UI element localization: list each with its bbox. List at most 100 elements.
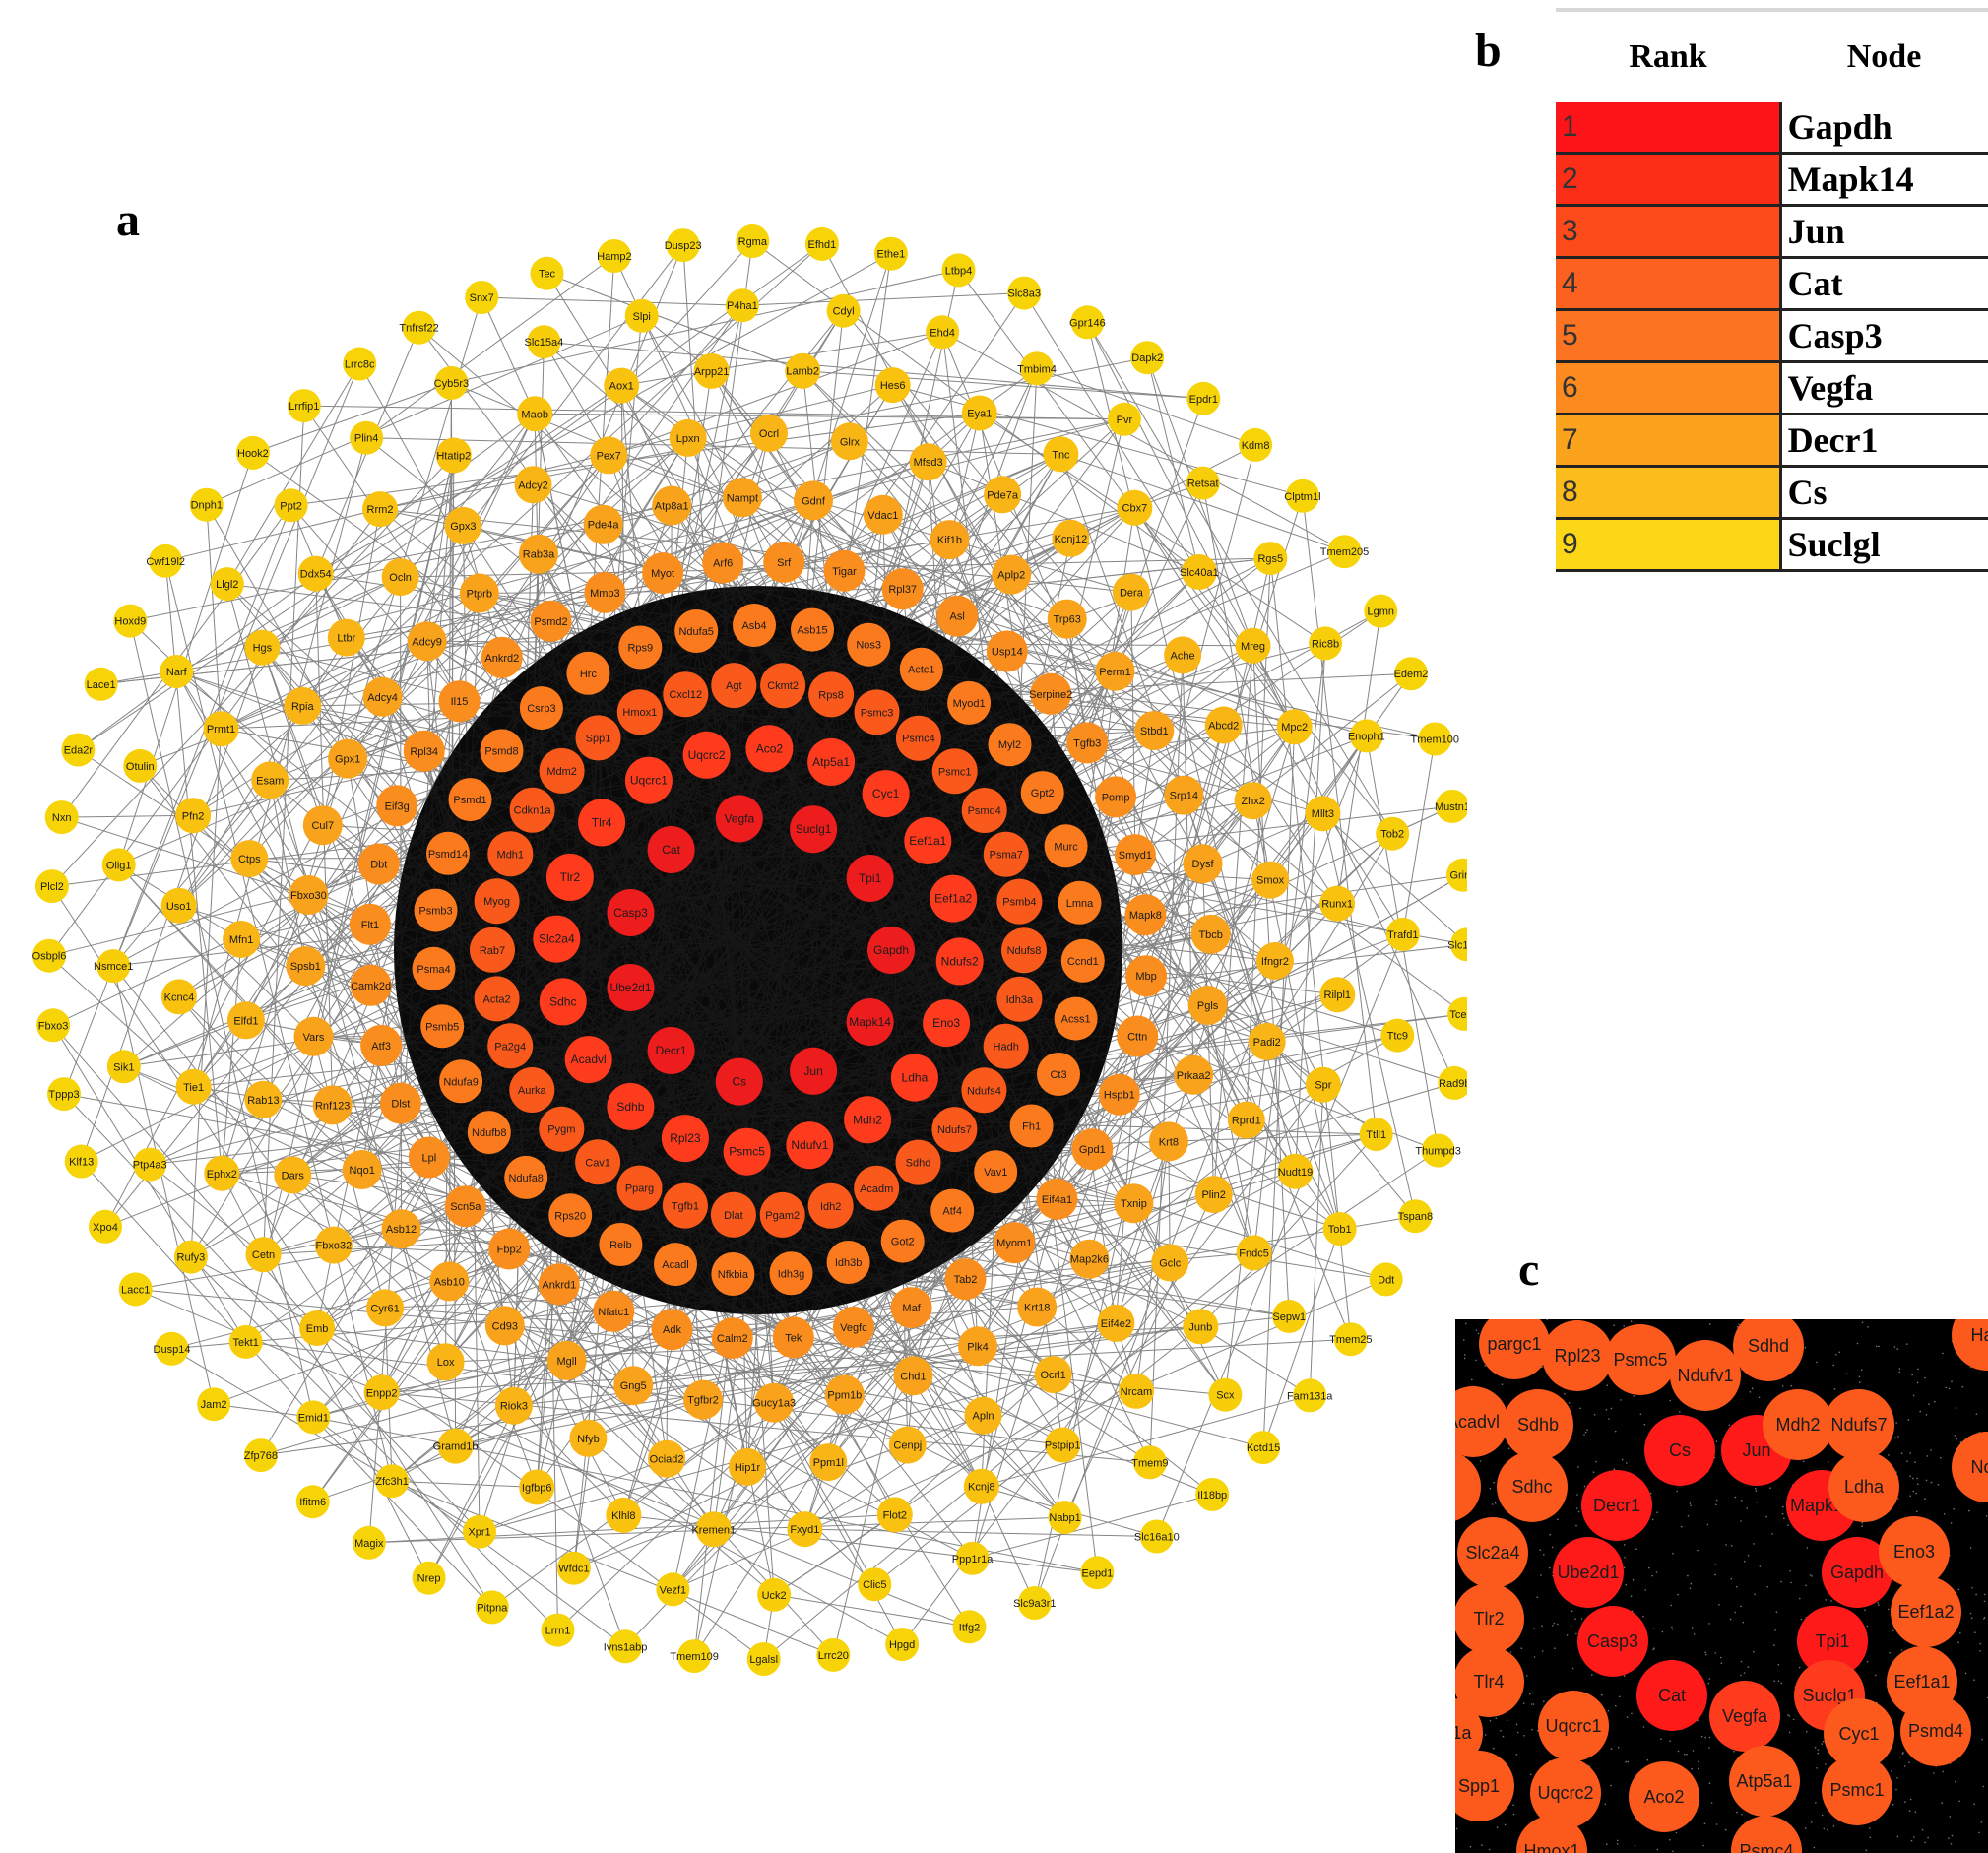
network-node-label: Dlat	[724, 1210, 743, 1222]
network-node: Nrep	[412, 1561, 446, 1595]
network-edge	[63, 505, 292, 1095]
network-node-label: Prkaa2	[1177, 1070, 1211, 1082]
zoom-speckle	[1777, 1664, 1780, 1666]
network-node: Slc40a1	[1180, 554, 1219, 590]
network-edge	[892, 384, 1304, 497]
network-node: Aurka	[509, 1067, 555, 1113]
zoom-speckle	[1697, 1767, 1699, 1770]
zoom-node-label: Had	[1970, 1325, 1988, 1345]
network-node-label: Elfd1	[233, 1015, 258, 1027]
network-node-circle	[791, 607, 834, 652]
zoom-speckle	[1475, 1359, 1477, 1362]
zoom-speckle	[1738, 1323, 1740, 1326]
zoom-speckle	[1878, 1604, 1880, 1606]
zoom-speckle	[1671, 1629, 1674, 1630]
zoom-node: Psmc4	[1731, 1816, 1802, 1853]
zoom-speckle	[1856, 1342, 1859, 1345]
network-node: Apln	[964, 1396, 1002, 1435]
network-edge	[245, 455, 455, 1343]
network-node: Ehd4	[926, 315, 960, 350]
network-node-label: Ddx54	[300, 569, 332, 581]
network-node-label: Cul7	[311, 820, 334, 832]
network-node-circle	[1322, 1212, 1357, 1246]
network-node-circle	[1293, 1378, 1327, 1413]
network-node: Plk4	[958, 1326, 997, 1367]
zoom-speckle	[1576, 1494, 1578, 1496]
network-node-circle	[312, 1085, 353, 1125]
network-node: Fbp2	[488, 1228, 531, 1270]
network-node-label: Plin4	[354, 433, 378, 445]
network-node-label: Pa2g4	[494, 1041, 526, 1053]
network-edge	[1321, 813, 1416, 1217]
network-edge	[301, 413, 536, 707]
network-node-label: Nfatc1	[598, 1307, 629, 1318]
zoom-speckle	[1773, 1680, 1775, 1683]
network-edge	[1086, 322, 1393, 834]
network-node: Psmb4	[996, 878, 1043, 925]
network-node-circle	[1255, 942, 1294, 980]
network-node: Nampt	[722, 478, 762, 518]
network-node: Fam131a	[1287, 1378, 1333, 1413]
node-cell: Mapk14	[1780, 153, 1988, 207]
zoom-speckle	[1515, 1723, 1518, 1726]
network-node-label: Dusp23	[665, 240, 702, 252]
network-node-circle	[1164, 775, 1204, 815]
network-edge	[260, 1133, 1377, 1456]
network-node-label: Tgfbr2	[687, 1395, 719, 1407]
zoom-speckle	[1964, 1672, 1967, 1675]
network-node: Cbx7	[1117, 489, 1153, 526]
zoom-node: ka	[1455, 1452, 1481, 1521]
network-node-circle	[769, 1251, 813, 1296]
network-node-label: Tmem9	[1131, 1457, 1168, 1469]
zoom-node-circle	[1516, 1816, 1587, 1853]
zoom-speckle	[1983, 1600, 1986, 1603]
zoom-speckle	[1821, 1814, 1824, 1817]
zoom-speckle	[1897, 1436, 1899, 1438]
network-node-circle	[941, 253, 976, 288]
zoom-speckle	[1914, 1811, 1917, 1813]
network-node: Prkaa2	[1174, 1054, 1214, 1095]
network-node-label: Tbcb	[1198, 929, 1222, 941]
network-node-label: Lgalsl	[749, 1654, 778, 1666]
zoom-speckle	[1533, 1628, 1535, 1629]
network-node-label: Klhl8	[611, 1510, 635, 1522]
network-edge	[588, 1058, 955, 1130]
network-edge	[804, 1322, 1117, 1530]
network-edge	[104, 310, 844, 1228]
network-node-circle	[648, 1439, 686, 1478]
network-node: Pomp	[1095, 776, 1137, 818]
network-node-circle	[243, 1438, 278, 1473]
network-node-circle	[504, 1155, 548, 1199]
network-node-circle	[1080, 1556, 1115, 1590]
zoom-speckle	[1942, 1770, 1944, 1773]
zoom-speckle	[1621, 1458, 1624, 1461]
zoom-speckle	[1869, 1836, 1872, 1839]
zoom-speckle	[1496, 1826, 1499, 1828]
network-node: Adcy9	[407, 621, 447, 662]
zoom-speckle	[1708, 1678, 1711, 1680]
network-edge	[130, 418, 1124, 622]
network-node-label: Tppp3	[48, 1089, 79, 1101]
network-node-label: Ppm1b	[827, 1390, 862, 1402]
network-edge	[1133, 507, 1404, 935]
network-node-label: Nos3	[856, 640, 881, 652]
network-node-circle	[804, 226, 839, 261]
zoom-speckle	[1953, 1508, 1955, 1510]
zoom-node-label: Sdhb	[1517, 1415, 1559, 1435]
network-node-label: Pde4a	[588, 520, 620, 532]
network-node: Lrrfip1	[287, 389, 321, 423]
network-node-circle	[408, 1136, 450, 1179]
network-node-circle	[474, 878, 520, 925]
zoom-speckle	[1577, 1510, 1580, 1513]
network-node-label: Tlr4	[592, 815, 612, 829]
network-node-label: Jun	[803, 1064, 822, 1078]
zoom-speckle	[1501, 1383, 1504, 1385]
network-edge	[221, 593, 481, 730]
zoom-speckle	[1714, 1564, 1717, 1565]
network-node-label: Gpt2	[1031, 788, 1055, 799]
network-node: Gpd1	[1071, 1128, 1114, 1171]
network-node-circle	[245, 1237, 282, 1273]
zoom-node-circle	[1455, 1751, 1514, 1821]
network-node: Ociad2	[648, 1439, 686, 1478]
